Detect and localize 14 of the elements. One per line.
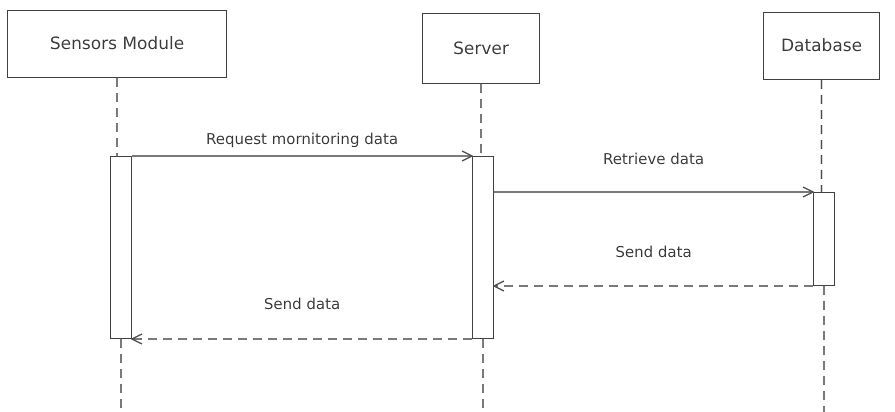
activation-bar	[813, 192, 835, 286]
activation-bar	[110, 156, 132, 339]
lifeline	[480, 84, 482, 156]
lifeline	[823, 286, 825, 412]
participant-box: Database	[763, 12, 880, 80]
participant-box: Sensors Module	[7, 10, 227, 78]
message-arrow	[131, 333, 472, 345]
message-arrow	[494, 186, 814, 198]
activation-bar	[472, 156, 494, 339]
lifeline	[116, 78, 118, 156]
message-arrow	[493, 280, 813, 292]
lifeline	[820, 80, 822, 192]
participant-box: Server	[422, 13, 540, 84]
message-arrow	[132, 150, 473, 162]
